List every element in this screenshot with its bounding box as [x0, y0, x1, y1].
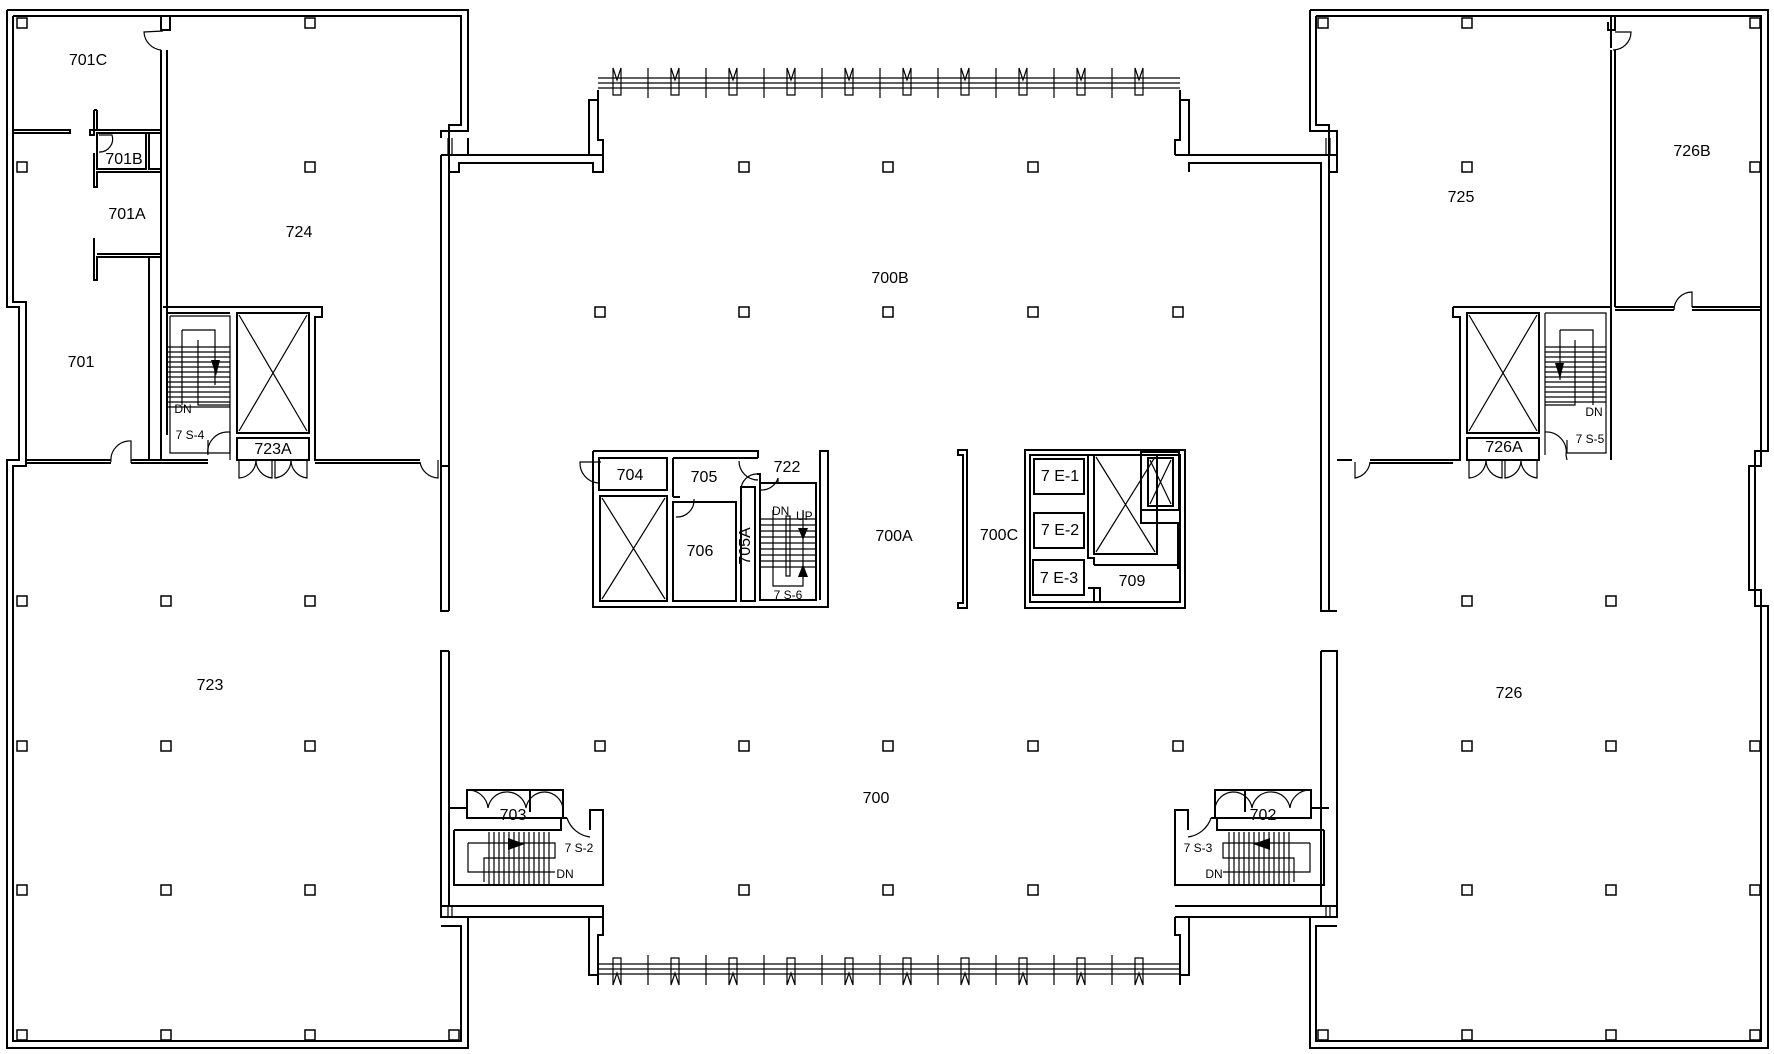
door-723a — [238, 459, 308, 479]
stair-7s-2 — [449, 789, 604, 886]
room-label-701c: 701C — [69, 52, 107, 69]
door-724 — [419, 460, 439, 479]
stair-7s-4 — [163, 306, 323, 461]
door-703 — [466, 789, 564, 815]
room-label-726b: 726B — [1673, 143, 1710, 160]
left-wing-inner-wall — [12, 15, 462, 1042]
door-7s-5 — [1544, 431, 1568, 461]
down-arrow-icon — [1555, 363, 1564, 379]
room-label-700b: 700B — [871, 270, 908, 287]
door-706 — [675, 498, 695, 518]
room-label-701b: 701B — [105, 151, 142, 168]
door-701c — [143, 30, 164, 51]
top-curtain-wall — [598, 67, 1180, 98]
room-label-726a: 726A — [1485, 439, 1523, 456]
door-725 — [1354, 461, 1371, 479]
stair-7s-6-dn-label: DN — [772, 504, 789, 518]
room-label-705a: 705A — [737, 527, 754, 565]
door-722 — [760, 477, 815, 491]
door-705a — [740, 473, 758, 491]
left-arrow-icon — [1253, 838, 1270, 850]
room-label-723a: 723A — [254, 441, 292, 458]
stair-label-7s-4: 7 S-4 — [176, 428, 205, 442]
elevator-labels: 7 E-1 7 E-2 7 E-3 — [1040, 468, 1079, 587]
structural-columns — [16, 17, 1761, 1041]
right-wing — [1309, 9, 1769, 1049]
stair-7s-5 — [1544, 312, 1607, 461]
room-label-704: 704 — [617, 467, 644, 484]
room-label-726: 726 — [1496, 685, 1523, 702]
elevator-label-7e-1: 7 E-1 — [1041, 468, 1079, 485]
room-label-701: 701 — [68, 354, 95, 371]
elevator-label-7e-2: 7 E-2 — [1041, 522, 1079, 539]
down-arrow-icon — [798, 528, 808, 540]
room-label-700c: 700C — [980, 527, 1018, 544]
door-7s-3 — [1187, 817, 1212, 838]
stair-treads — [488, 832, 550, 885]
door-7s-4 — [207, 431, 231, 460]
room-label-725: 725 — [1448, 189, 1475, 206]
stair-dn-label: DN — [1585, 405, 1602, 419]
stair-label-7s-3: 7 S-3 — [1184, 841, 1213, 855]
room-label-722: 722 — [774, 459, 801, 476]
right-wing-inner-wall — [1315, 15, 1762, 1042]
door-705 — [738, 460, 759, 481]
stair-label-7s-2: 7 S-2 — [565, 841, 594, 855]
room-label-705: 705 — [691, 469, 718, 486]
room-label-700: 700 — [863, 790, 890, 807]
core-west — [579, 450, 829, 608]
elevator-shaft — [236, 312, 310, 434]
down-arrow-icon — [211, 360, 220, 376]
room-label-700a: 700A — [875, 528, 913, 545]
door-726a — [1468, 459, 1538, 479]
up-arrow-icon — [798, 564, 808, 577]
door-701 — [110, 440, 132, 463]
stair-dn-label: DN — [174, 402, 191, 416]
stair-7s-6 — [760, 510, 816, 587]
room-label-724: 724 — [286, 224, 313, 241]
room-label-703: 703 — [500, 807, 527, 824]
door-7s-2 — [566, 817, 591, 838]
stair-7s-6-up-label: UP — [796, 509, 813, 523]
door-726 — [1673, 291, 1693, 311]
room-label-706: 706 — [687, 543, 714, 560]
bottom-curtain-wall — [441, 905, 1338, 986]
stair-dn-label: DN — [556, 867, 573, 881]
left-wing-outer-wall — [6, 9, 469, 1049]
stair-7s-3 — [1174, 789, 1329, 886]
room-label-709: 709 — [1119, 573, 1146, 590]
stair-label-7s-6: 7 S-6 — [774, 588, 803, 602]
door-704 — [579, 461, 601, 484]
elevator-label-7e-3: 7 E-3 — [1040, 570, 1078, 587]
door-701b — [98, 134, 114, 153]
room-label-702: 702 — [1250, 807, 1277, 824]
stair-treads — [1228, 832, 1290, 885]
stair-label-7s-5: 7 S-5 — [1576, 432, 1605, 446]
room-label-723: 723 — [197, 677, 224, 694]
right-arrow-icon — [508, 838, 525, 850]
room-labels: 701C 701B 701A 701 724 723 723A 700B 704 705 722 70… — [68, 52, 1711, 824]
stair-dn-label: DN — [1205, 867, 1222, 881]
right-wing-outer-wall — [1309, 9, 1769, 1049]
stair-treads — [168, 346, 230, 408]
door-726b — [1612, 31, 1632, 51]
left-wing — [6, 9, 469, 1049]
room-label-701a: 701A — [108, 206, 146, 223]
stair-treads — [1545, 346, 1606, 403]
core-east — [1024, 449, 1186, 609]
partition-700c — [957, 449, 968, 609]
central-section — [440, 67, 1338, 986]
